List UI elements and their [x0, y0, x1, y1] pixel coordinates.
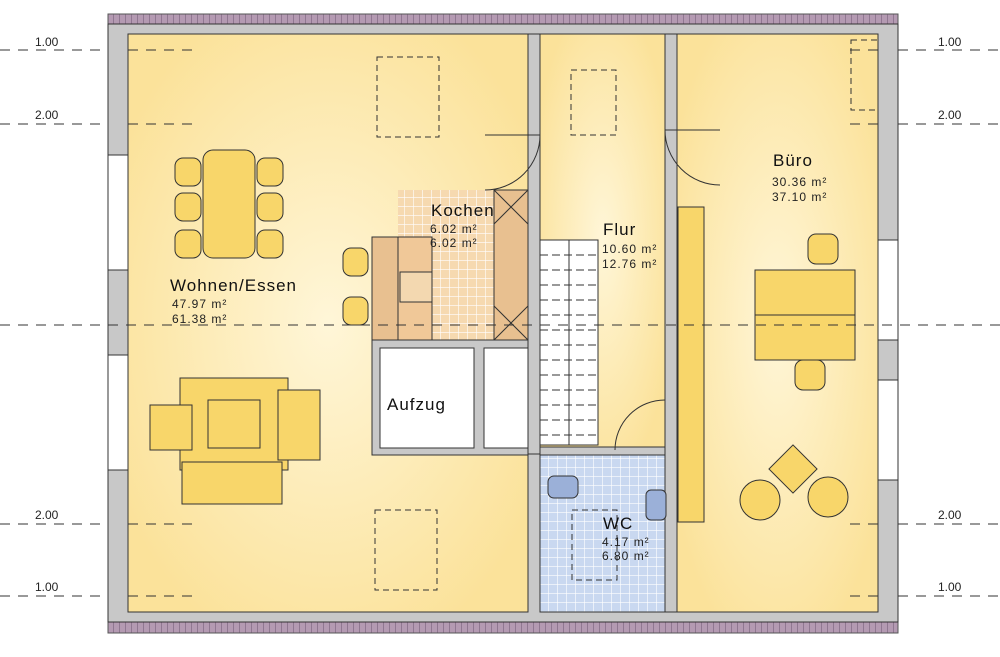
- room-label-flur: Flur: [603, 220, 636, 239]
- room-label-wohnen: Wohnen/Essen: [170, 276, 297, 295]
- window: [107, 354, 129, 471]
- door-buero[interactable]: [664, 129, 721, 186]
- room-area: 12.76 m²: [602, 257, 657, 271]
- dim-label: 1.00: [35, 580, 59, 594]
- room-area: 6.02 m²: [430, 222, 478, 236]
- shaft: [483, 347, 529, 449]
- stove: [399, 271, 433, 303]
- elevator-shaft: [379, 347, 475, 449]
- window: [877, 239, 899, 341]
- roof-edge-bottom: [107, 621, 899, 634]
- desk: [754, 233, 856, 391]
- dim-label: 2.00: [938, 108, 962, 122]
- window: [877, 379, 899, 481]
- sofa-set: [149, 377, 321, 505]
- room-area: 61.38 m²: [172, 312, 227, 326]
- wall: [527, 33, 541, 455]
- room-area: 30.36 m²: [772, 175, 827, 189]
- room-area: 10.60 m²: [602, 242, 657, 256]
- room-area: 6.80 m²: [602, 549, 650, 563]
- wall: [664, 33, 678, 613]
- bar-stool: [342, 247, 369, 326]
- room-label-wc: WC: [603, 514, 633, 533]
- wardrobe: [677, 206, 705, 523]
- lounge-chairs: [739, 444, 849, 521]
- kitchen-row: [493, 189, 529, 341]
- roof-edge-top: [107, 13, 899, 25]
- dim-label: 1.00: [35, 35, 59, 49]
- door-flur[interactable]: [484, 134, 541, 191]
- dim-label: 2.00: [938, 508, 962, 522]
- dim-label: 2.00: [35, 108, 59, 122]
- skylights: [374, 39, 879, 591]
- dining-table: [174, 149, 284, 259]
- room-area: 6.02 m²: [430, 236, 478, 250]
- room-area: 4.17 m²: [602, 535, 650, 549]
- room-area: 37.10 m²: [772, 190, 827, 204]
- room-label-buero: Büro: [773, 151, 813, 170]
- dim-label: 2.00: [35, 508, 59, 522]
- room-area: 47.97 m²: [172, 297, 227, 311]
- dim-label: 1.00: [938, 35, 962, 49]
- room-label-kochen: Kochen: [431, 201, 495, 220]
- door-wc[interactable]: [614, 399, 666, 451]
- toilet: [547, 475, 579, 499]
- room-label-aufzug: Aufzug: [387, 395, 446, 414]
- kitchen-counter: [371, 236, 399, 341]
- wall: [539, 446, 666, 456]
- sink: [645, 489, 667, 521]
- window: [107, 154, 129, 271]
- dim-label: 1.00: [938, 580, 962, 594]
- dimension-lines: [0, 49, 1000, 597]
- staircase: [539, 239, 599, 446]
